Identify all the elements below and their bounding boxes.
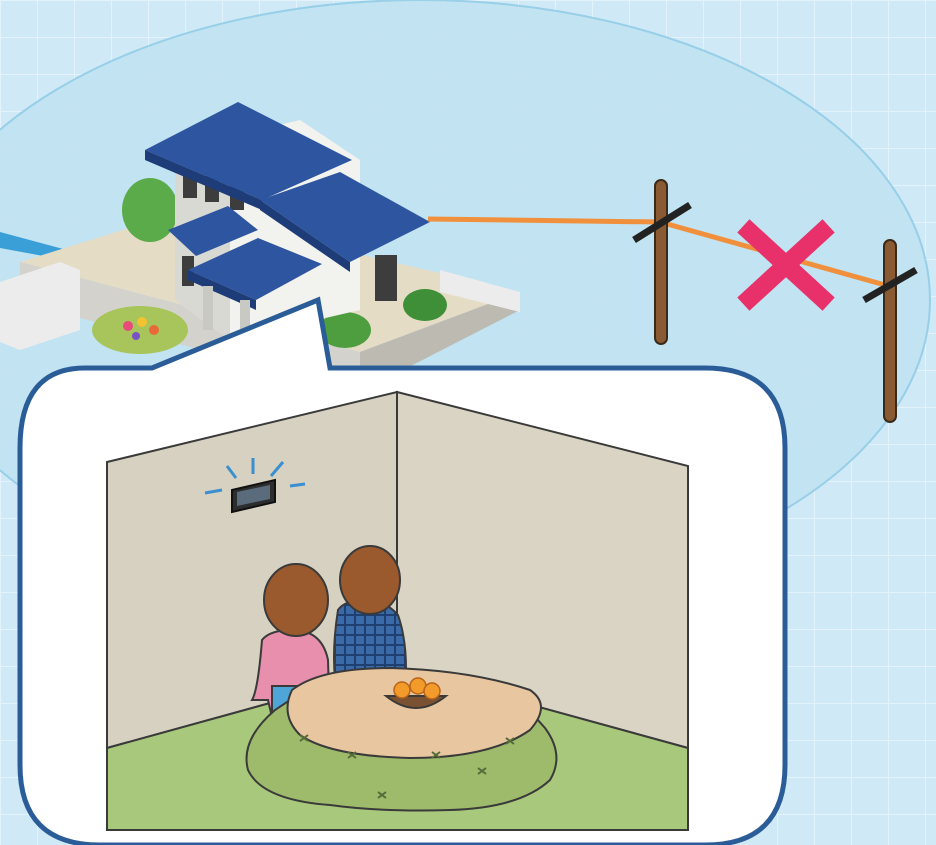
orange-bowl — [383, 677, 449, 709]
house — [0, 102, 520, 392]
telephone-pole — [632, 179, 692, 345]
cross-mark-icon — [737, 219, 835, 311]
upper-roof — [145, 102, 352, 200]
wall-monitor — [204, 458, 306, 514]
flower-bed — [92, 306, 188, 354]
telephone-pole — [862, 239, 918, 423]
kotatsu-top — [286, 666, 542, 760]
kotatsu-table — [245, 666, 558, 812]
